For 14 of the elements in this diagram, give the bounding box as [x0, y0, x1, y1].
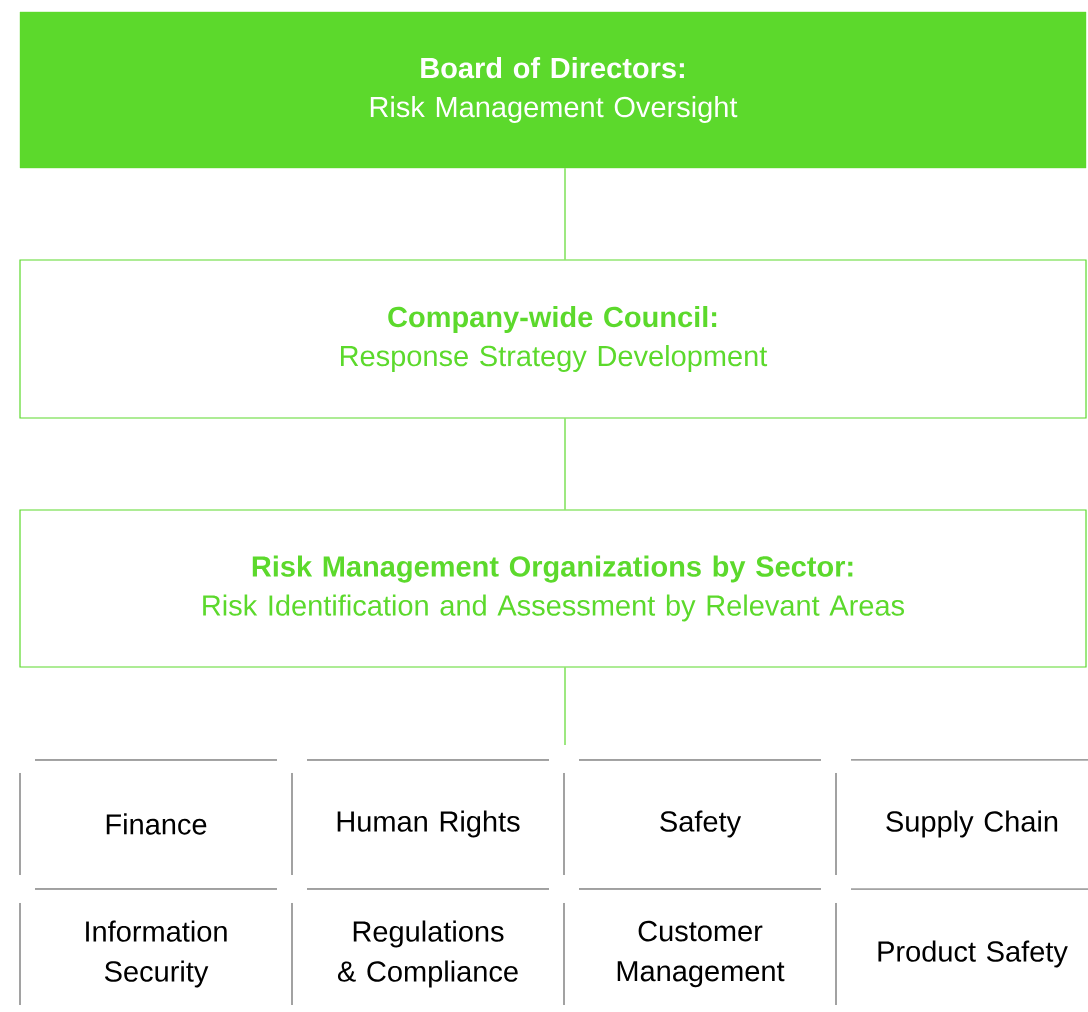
- org-box: Risk Management Organizations by Sector: Risk Identification and Assessment by Relevant Areas: [19, 509, 1087, 668]
- connector-line: [564, 167, 566, 260]
- sector-cell: Customer Management: [563, 888, 822, 1006]
- connector-line: [564, 418, 566, 510]
- sector-cell: Safety: [563, 759, 822, 876]
- sector-cell: Regulations & Compliance: [291, 888, 550, 1006]
- org-box: Company-wide Council: Response Strategy Development: [19, 259, 1087, 419]
- sector-cell: Information Security: [19, 888, 278, 1006]
- sector-cell: Supply Chain: [835, 759, 1088, 876]
- sector-cell: Human Rights: [291, 759, 550, 876]
- sector-cell: Product Safety: [835, 888, 1088, 1006]
- org-box: Board of Directors: Risk Management Oversight: [19, 11, 1087, 169]
- connector-line: [564, 667, 566, 746]
- sector-cell: Finance: [19, 759, 278, 876]
